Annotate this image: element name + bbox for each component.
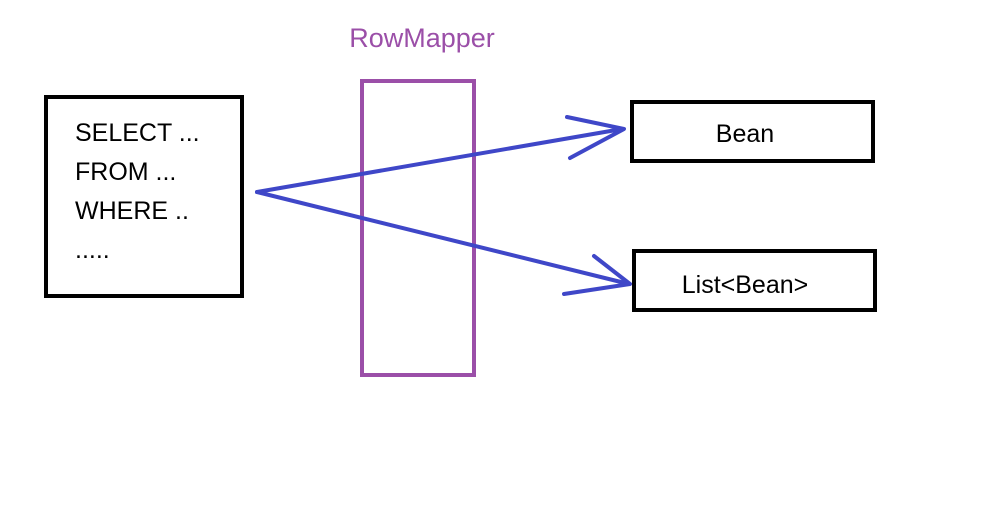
bean-label: Bean (716, 120, 774, 148)
arrow-to-list-bean (255, 190, 632, 296)
list-bean-label: List<Bean> (682, 271, 809, 299)
bean-box (630, 100, 875, 163)
rowmapper-label: RowMapper (349, 23, 495, 53)
sql-query-box (44, 95, 244, 298)
arrow-to-bean (255, 115, 626, 194)
query-line-from: FROM ... (75, 158, 176, 186)
rowmapper-box (360, 79, 476, 377)
query-line-more: ..... (75, 236, 110, 264)
list-bean-box (632, 249, 877, 312)
query-line-select: SELECT ... (75, 119, 200, 147)
query-line-where: WHERE .. (75, 197, 189, 225)
